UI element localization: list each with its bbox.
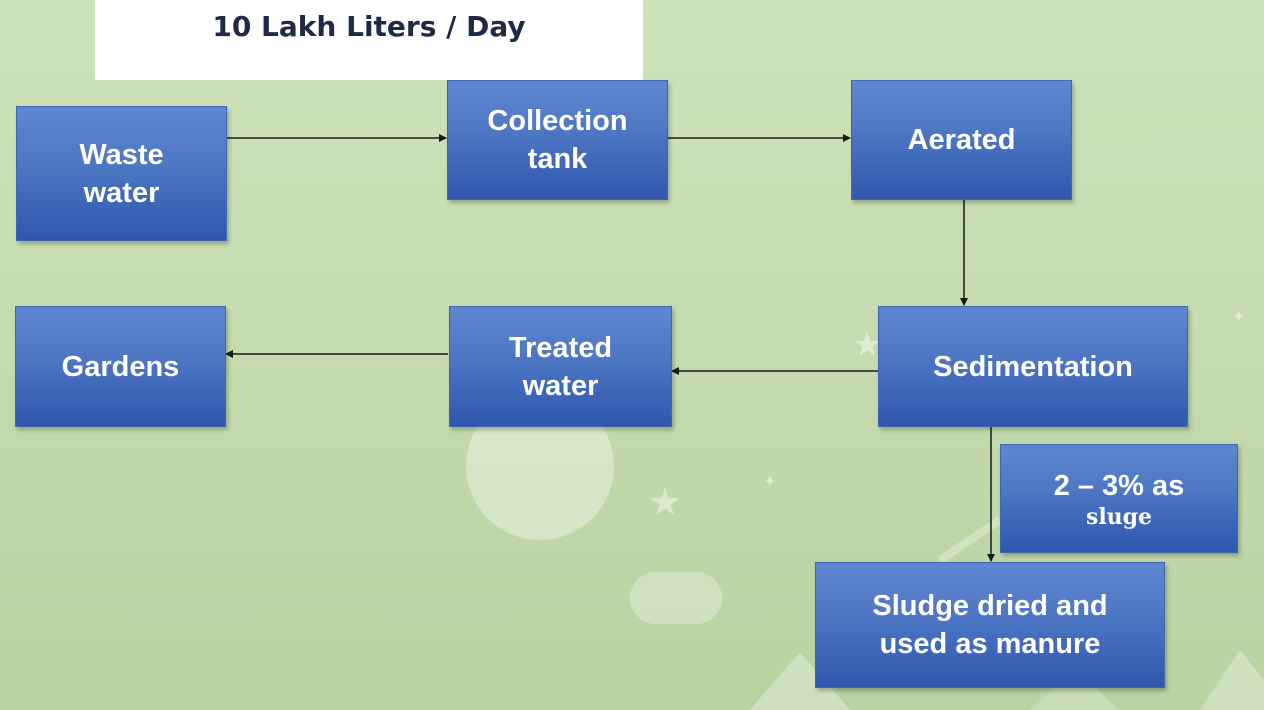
node-treated-water-line1: Treated	[508, 331, 613, 364]
background-star-icon: ★	[648, 482, 683, 524]
diagram-title: 10 Lakh Liters / Day	[212, 10, 526, 43]
node-gardens: Gardens	[15, 306, 226, 427]
background-cloud-icon	[630, 572, 722, 624]
node-sedimentation-label: Sedimentation	[933, 350, 1133, 383]
node-collection-tank: Collection tank	[447, 80, 668, 200]
node-sludge-percent-line1: 2 – 3% as	[1053, 469, 1185, 502]
node-sedimentation: Sedimentation	[878, 306, 1188, 427]
node-aerated-label: Aerated	[907, 124, 1016, 156]
node-waste-water-line1: Waste	[79, 138, 164, 171]
node-waste-water: Waste water	[16, 106, 227, 241]
node-sludge-dried-line2: used as manure	[879, 628, 1101, 660]
node-collection-tank-line2: tank	[527, 143, 588, 175]
background-star-icon: ✦	[1232, 309, 1246, 326]
background-star-icon: ★	[852, 326, 883, 364]
node-aerated: Aerated	[851, 80, 1072, 200]
node-treated-water: Treated water	[449, 306, 672, 427]
node-sludge-percent-line2: sluge	[1085, 503, 1153, 530]
node-collection-tank-line1: Collection	[487, 105, 628, 137]
node-sludge-dried-line1: Sludge dried and	[872, 590, 1108, 622]
title-banner: 10 Lakh Liters / Day	[95, 0, 643, 80]
node-waste-water-line2: water	[83, 176, 160, 209]
node-sludge-dried: Sludge dried and used as manure	[815, 562, 1165, 688]
node-sludge-percent: 2 – 3% as sluge	[1000, 444, 1238, 553]
background-star-icon: ✦	[764, 473, 776, 489]
node-gardens-label: Gardens	[61, 350, 180, 383]
node-treated-water-line2: water	[522, 369, 599, 402]
